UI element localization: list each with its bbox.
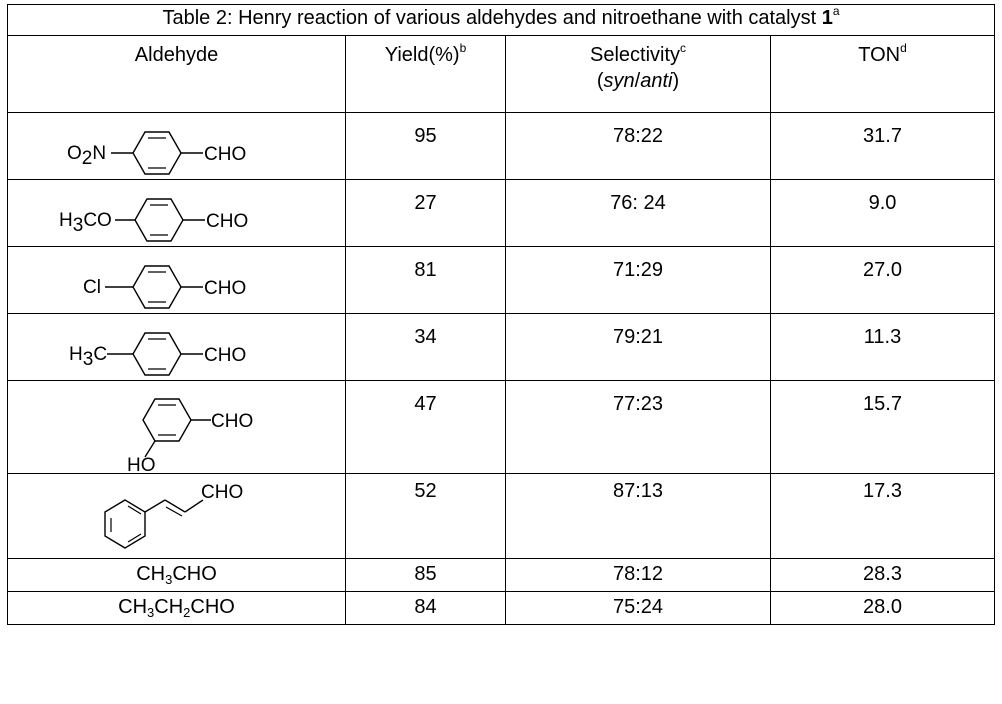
header-row: Aldehyde Yield(%)b Selectivityc (syn/anti… [7, 35, 996, 113]
methylbenzaldehyde-structure: H3C CHO [69, 332, 246, 376]
header-selectivity: Selectivityc (syn/anti) [505, 35, 771, 113]
table-caption: Table 2: Henry reaction of various aldeh… [6, 4, 996, 36]
header-ton-footnote: d [900, 41, 907, 55]
svg-text:O2N: O2N [67, 143, 106, 169]
header-ton-label: TON [858, 44, 901, 66]
henry-reaction-table: Table 2: Henry reaction of various aldeh… [6, 4, 996, 625]
ton-cell: 11.3 [769, 313, 996, 381]
table-row: H3CO CHO 27 76: 24 9.0 [7, 179, 996, 247]
header-selectivity-footnote: c [680, 41, 687, 55]
yield-cell: 81 [345, 246, 506, 314]
svg-text:CHO: CHO [211, 411, 253, 432]
aldehyde-formula-cell: CH3CH2CHO [7, 591, 346, 625]
yield-cell: 84 [345, 591, 506, 625]
selectivity-cell: 78:22 [505, 112, 771, 180]
header-ton: TONd [769, 35, 996, 113]
selectivity-cell: 79:21 [505, 313, 771, 381]
header-yield: Yield(%)b [345, 35, 506, 113]
svg-text:CHO: CHO [204, 144, 246, 165]
ton-cell: 9.0 [769, 179, 996, 247]
cinnamaldehyde-structure: CHO [103, 482, 243, 549]
aldehyde-formula-cell: CH3CHO [7, 558, 346, 592]
ton-cell: 31.7 [769, 112, 996, 180]
table-row: O2N CHO 95 78:22 31.7 [7, 112, 996, 180]
ton-cell: 17.3 [769, 473, 996, 559]
header-yield-footnote: b [459, 41, 467, 55]
caption-text: Table 2: Henry reaction of various aldeh… [162, 7, 822, 29]
yield-cell: 85 [345, 558, 506, 592]
header-aldehyde-label: Aldehyde [134, 44, 219, 66]
aldehyde-structure-cell: H3CO CHO [7, 179, 346, 247]
syn-label: syn [603, 70, 635, 92]
header-aldehyde: Aldehyde [7, 35, 346, 113]
aldehyde-structure-cell: Cl CHO [7, 246, 346, 314]
selectivity-cell: 77:23 [505, 380, 771, 474]
svg-text:CHO: CHO [206, 211, 248, 232]
yield-cell: 27 [345, 179, 506, 247]
methoxybenzaldehyde-structure: H3CO CHO [59, 198, 248, 242]
header-selectivity-label: Selectivity [589, 44, 681, 66]
table-row: Cl CHO 81 71:29 27.0 [7, 246, 996, 314]
nitrobenzaldehyde-structure: O2N CHO [67, 131, 246, 175]
chlorobenzaldehyde-structure: Cl CHO [83, 265, 246, 309]
slash: / [634, 70, 641, 92]
selectivity-cell: 78:12 [505, 558, 771, 592]
aldehyde-structure-cell: H3C CHO [7, 313, 346, 381]
svg-text:H3C: H3C [69, 344, 107, 370]
table-row: CH3CHO 85 78:12 28.3 [7, 558, 996, 592]
paren-close: ) [672, 70, 680, 92]
ton-cell: 28.0 [769, 591, 996, 625]
table-row: H3C CHO 34 79:21 11.3 [7, 313, 996, 381]
table-row: CH3CH2CHO 84 75:24 28.0 [7, 591, 996, 625]
yield-cell: 34 [345, 313, 506, 381]
selectivity-cell: 71:29 [505, 246, 771, 314]
caption-footnote: a [832, 4, 840, 18]
catalyst-number: 1 [821, 7, 833, 29]
anti-label: anti [640, 70, 673, 92]
yield-cell: 52 [345, 473, 506, 559]
header-yield-label: Yield(%) [384, 44, 460, 66]
yield-cell: 95 [345, 112, 506, 180]
svg-text:CHO: CHO [204, 278, 246, 299]
svg-text:HO: HO [127, 455, 156, 473]
aldehyde-structure-cell: CHO [7, 473, 346, 559]
svg-text:Cl: Cl [83, 277, 101, 298]
selectivity-cell: 75:24 [505, 591, 771, 625]
selectivity-cell: 76: 24 [505, 179, 771, 247]
yield-cell: 47 [345, 380, 506, 474]
ton-cell: 27.0 [769, 246, 996, 314]
ton-cell: 28.3 [769, 558, 996, 592]
table-row: CHO 52 87:13 17.3 [7, 473, 996, 559]
ton-cell: 15.7 [769, 380, 996, 474]
table-row: CHO HO 47 77:23 15.7 [7, 380, 996, 474]
svg-text:CHO: CHO [204, 345, 246, 366]
paren-open: ( [596, 70, 604, 92]
aldehyde-structure-cell: CHO HO [7, 380, 346, 474]
hydroxybenzaldehyde-structure: CHO HO [127, 398, 253, 473]
aldehyde-structure-cell: O2N CHO [7, 112, 346, 180]
svg-text:CHO: CHO [201, 482, 243, 503]
selectivity-cell: 87:13 [505, 473, 771, 559]
svg-text:H3CO: H3CO [59, 210, 112, 236]
